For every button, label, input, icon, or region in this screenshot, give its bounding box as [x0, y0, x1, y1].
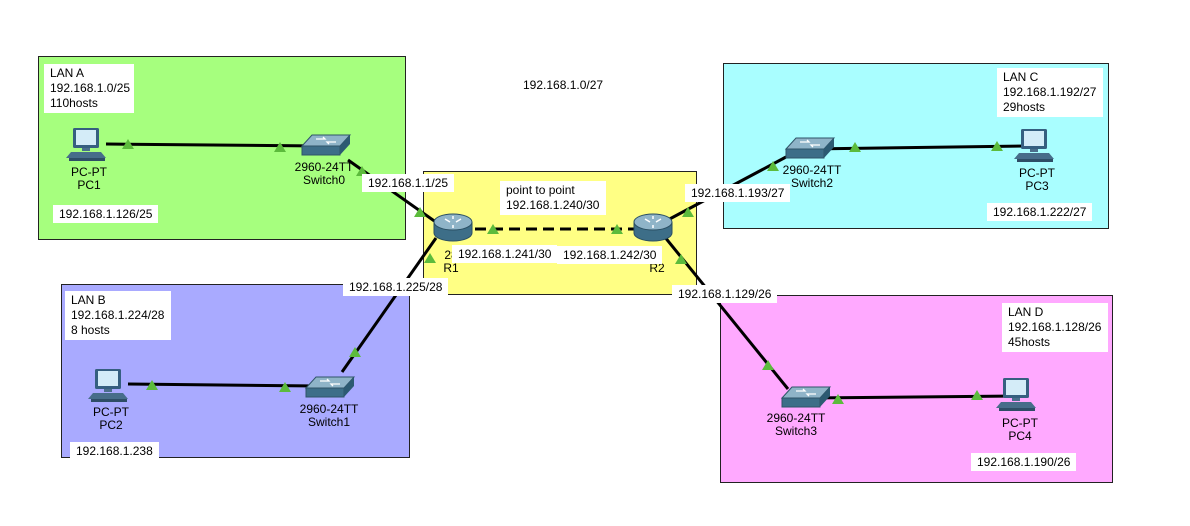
switch-icon[interactable]: [784, 135, 836, 161]
device-type: 2960-24TT: [782, 163, 842, 177]
device-name: R2: [649, 261, 665, 275]
device-type: 2960-24TT: [299, 402, 359, 416]
device-type: 2960-24TT: [294, 160, 354, 174]
lan-d-network: 192.168.1.128/26: [1008, 320, 1102, 334]
link-light: [274, 142, 286, 152]
device-name: R1: [443, 261, 459, 275]
pc-icon[interactable]: [996, 376, 1040, 414]
lan-b-network: 192.168.1.224/28: [71, 308, 165, 322]
lan-a-title: LAN A: [50, 66, 85, 80]
link-light: [762, 360, 774, 370]
link-light: [675, 254, 687, 264]
lan-b-title: LAN B: [71, 293, 106, 307]
link-pc1-switch0: [105, 142, 323, 148]
p2p-network: 192.168.1.240/30: [506, 198, 600, 212]
device-name: PC1: [77, 178, 101, 192]
r1-lan-a-ip: 192.168.1.1/25: [362, 174, 455, 192]
lan-d-note: LAN D 192.168.1.128/26 45hosts: [1002, 303, 1108, 352]
device-name: Switch0: [302, 173, 346, 187]
p2p-title: point to point: [506, 183, 575, 197]
link-light: [832, 394, 844, 404]
link-pc2-switch1: [127, 382, 319, 388]
top-subnet-text: 192.168.1.0/27: [523, 78, 604, 92]
r2-lan-c-ip: 192.168.1.193/27: [685, 184, 791, 202]
device-type: PC-PT: [93, 405, 129, 419]
link-light: [122, 139, 134, 149]
link-light: [991, 141, 1003, 151]
link-light: [356, 166, 368, 176]
lan-a-note: LAN A 192.168.1.0/25 110hosts: [44, 64, 134, 113]
link-light: [279, 382, 291, 392]
device-name: Switch1: [307, 415, 351, 429]
pc-icon[interactable]: [1014, 127, 1058, 165]
lan-b-note: LAN B 192.168.1.224/28 8 hosts: [65, 291, 171, 340]
lan-c-network: 192.168.1.192/27: [1003, 85, 1097, 99]
link-light: [146, 380, 158, 390]
link-light: [349, 347, 361, 357]
r1-lan-b-ip: 192.168.1.225/28: [343, 278, 449, 296]
device-name: PC4: [1008, 429, 1032, 443]
pc-icon[interactable]: [88, 367, 132, 405]
link-light: [767, 161, 779, 171]
lan-a-hosts: 110hosts: [50, 96, 98, 110]
lan-c-title: LAN C: [1003, 70, 1039, 84]
lan-c-hosts: 29hosts: [1003, 100, 1046, 114]
lan-d-title: LAN D: [1008, 305, 1044, 319]
link-light: [682, 207, 694, 217]
link-switch3-pc4: [807, 394, 1019, 400]
link-light: [487, 224, 499, 234]
link-light: [424, 253, 436, 263]
device-type: PC-PT: [1002, 416, 1038, 430]
link-light: [971, 390, 983, 400]
lan-c-note: LAN C 192.168.1.192/27 29hosts: [997, 68, 1103, 117]
pc3-ip: 192.168.1.222/27: [987, 203, 1093, 221]
link-light: [414, 207, 426, 217]
lan-b-hosts: 8 hosts: [71, 323, 110, 337]
switch-icon[interactable]: [300, 132, 352, 158]
link-light: [611, 224, 623, 234]
switch-icon[interactable]: [780, 384, 832, 410]
pc4-ip: 192.168.1.190/26: [971, 453, 1077, 471]
r2-lan-d-ip: 192.168.1.129/26: [672, 285, 778, 303]
router-icon[interactable]: [632, 212, 674, 244]
top-subnet-note: 192.168.1.0/27: [514, 76, 614, 96]
device-name: PC3: [1025, 179, 1049, 193]
router-icon[interactable]: [432, 212, 474, 244]
device-type: PC-PT: [71, 165, 107, 179]
device-name: Switch3: [774, 424, 818, 438]
r2-serial-ip: 192.168.1.242/30: [557, 246, 663, 264]
p2p-note: point to point 192.168.1.240/30: [500, 181, 606, 215]
device-name: Switch2: [790, 176, 834, 190]
device-type: 2960-24TT: [766, 411, 826, 425]
link-switch2-pc3: [807, 144, 1026, 151]
switch-icon[interactable]: [304, 374, 356, 400]
link-light: [849, 142, 861, 152]
lan-a-network: 192.168.1.0/25: [50, 81, 131, 95]
pc1-ip: 192.168.1.126/25: [53, 205, 159, 223]
pc-icon[interactable]: [66, 126, 110, 164]
r1-serial-ip: 192.168.1.241/30: [452, 245, 558, 263]
pc2-ip: 192.168.1.238: [70, 442, 159, 460]
link-switch1-r1: [340, 237, 438, 373]
lan-d-hosts: 45hosts: [1008, 335, 1051, 349]
device-type: PC-PT: [1019, 166, 1055, 180]
device-name: PC2: [99, 418, 123, 432]
